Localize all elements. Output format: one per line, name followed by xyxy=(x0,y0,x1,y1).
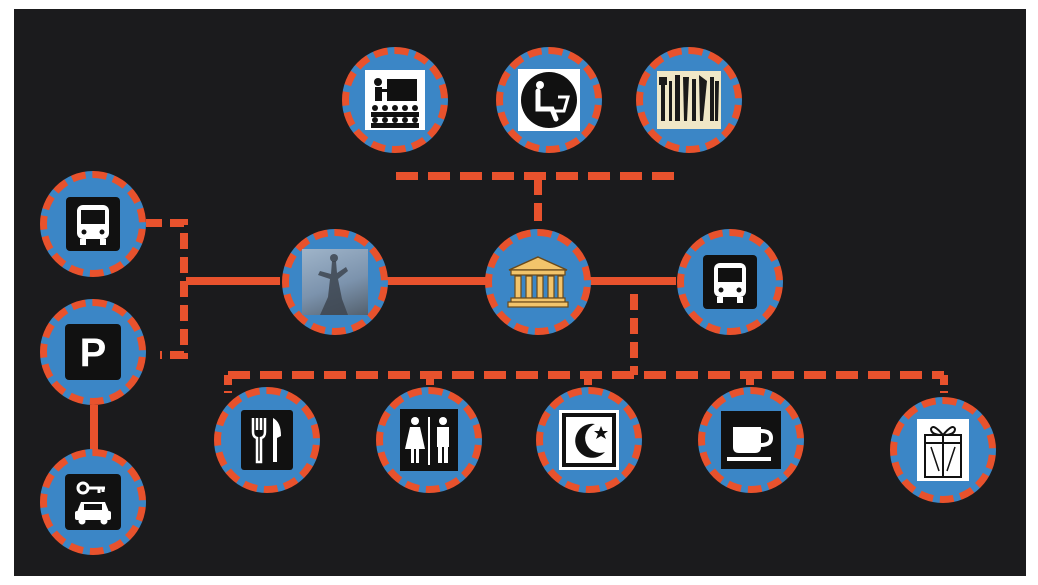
restrooms-node[interactable] xyxy=(376,387,482,493)
bus-right-node[interactable] xyxy=(677,229,783,335)
coffee-cup-icon xyxy=(721,411,781,469)
restaurant-icon xyxy=(241,410,293,470)
bus-icon xyxy=(66,197,120,251)
crescent-star-icon xyxy=(559,410,619,470)
parking-node[interactable]: P xyxy=(40,299,146,405)
computer-user-node[interactable] xyxy=(496,47,602,153)
car-rental-icon xyxy=(65,474,121,530)
coffee-node[interactable] xyxy=(698,387,804,493)
gift-shop-node[interactable] xyxy=(890,397,996,503)
bus-icon xyxy=(703,255,757,309)
connector-bus-left xyxy=(146,219,188,359)
connector-lines xyxy=(90,172,948,455)
diagram-canvas: P xyxy=(14,9,1026,576)
museum-icon xyxy=(507,256,569,308)
parking-icon: P xyxy=(65,324,121,380)
computer-user-icon xyxy=(518,69,580,131)
tools-node[interactable] xyxy=(636,47,742,153)
car-rental-node[interactable] xyxy=(40,449,146,555)
gift-icon xyxy=(917,419,969,481)
presentation-node[interactable] xyxy=(342,47,448,153)
mosque-node[interactable] xyxy=(536,387,642,493)
statue-photo-icon xyxy=(302,249,368,315)
presentation-icon xyxy=(365,70,425,130)
bus-left-node[interactable] xyxy=(40,171,146,277)
statue-photo-node[interactable] xyxy=(282,229,388,335)
parking-letter: P xyxy=(80,331,107,375)
restaurant-node[interactable] xyxy=(214,387,320,493)
restroom-icon xyxy=(400,409,458,471)
museum-node[interactable] xyxy=(485,229,591,335)
tools-icon xyxy=(657,71,721,129)
